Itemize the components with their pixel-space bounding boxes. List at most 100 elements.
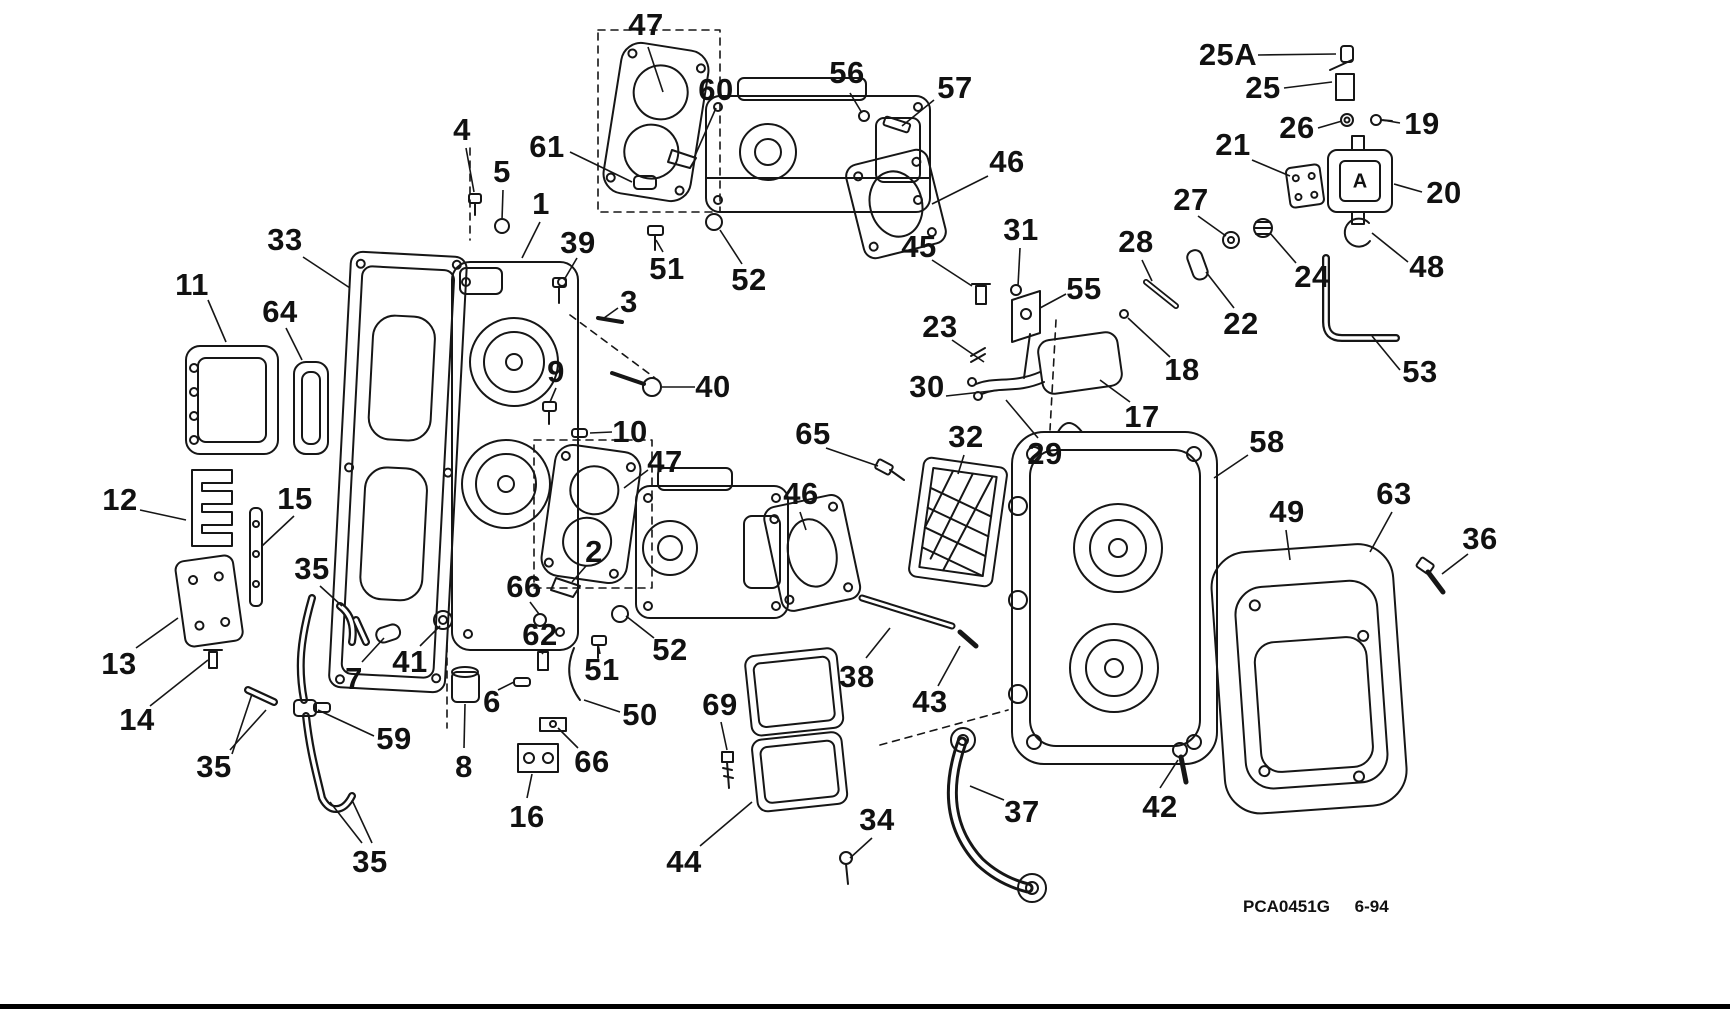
part-label-52: 52	[731, 262, 767, 297]
small-hardware-art	[468, 193, 662, 438]
cover-63-art	[1210, 543, 1408, 815]
rod-38-art	[858, 594, 979, 649]
leader-line	[1099, 379, 1131, 403]
leader-line	[149, 659, 209, 707]
part-label-37: 37	[1004, 794, 1040, 829]
part-label-20: 20	[1426, 175, 1462, 210]
part-label-51: 51	[584, 652, 620, 687]
part-label-25: 25	[1245, 70, 1281, 105]
gasket-46-top-art	[845, 148, 947, 260]
leader-line	[139, 509, 187, 521]
part-label-65: 65	[795, 416, 831, 451]
part-label-60: 60	[698, 72, 734, 107]
part-label-44: 44	[666, 844, 702, 879]
leader-line	[529, 601, 540, 615]
figure-code: PCA0451G 6-94	[1243, 897, 1389, 917]
part-label-21: 21	[1215, 127, 1251, 162]
housing-58-art	[1008, 422, 1218, 765]
screw-36-art	[1415, 556, 1446, 595]
part-label-47: 47	[647, 444, 683, 479]
part-label-2: 2	[585, 534, 603, 569]
leader-line	[285, 327, 303, 361]
leader-line	[825, 447, 879, 467]
leader-line	[1285, 529, 1291, 561]
part-label-42: 42	[1142, 789, 1178, 824]
part-label-59: 59	[376, 721, 412, 756]
screw-42-art	[1172, 742, 1189, 785]
part-label-32: 32	[948, 419, 984, 454]
part-label-17: 17	[1124, 399, 1160, 434]
part-label-64: 64	[262, 294, 298, 329]
leader-line	[1017, 247, 1021, 287]
leader-line	[1369, 511, 1393, 553]
part-label-31: 31	[1003, 212, 1039, 247]
screw-65-art	[874, 458, 905, 481]
part-label-7: 7	[345, 661, 363, 696]
gasket-47-top-art	[602, 41, 710, 203]
leader-line	[1205, 271, 1235, 309]
leader-line	[317, 709, 375, 737]
leader-line	[1213, 454, 1249, 479]
part-label-a: A	[1352, 170, 1368, 193]
part-label-63: 63	[1376, 476, 1412, 511]
part-label-40: 40	[695, 369, 731, 404]
part-label-46: 46	[989, 144, 1025, 179]
leader-line	[501, 189, 504, 221]
part-label-69: 69	[702, 687, 738, 722]
leader-line	[302, 256, 351, 289]
part-label-13: 13	[101, 646, 137, 681]
part-label-57: 57	[937, 70, 973, 105]
leader-line	[329, 801, 363, 844]
leader-line	[319, 585, 343, 607]
link-arm-art	[946, 727, 1047, 903]
leader-line	[1371, 232, 1409, 263]
leader-line	[1371, 335, 1401, 371]
leader-line	[1317, 120, 1343, 129]
leader-line	[1441, 553, 1469, 575]
leader-line	[521, 221, 541, 259]
leader-line	[1005, 399, 1039, 439]
leader-line	[603, 307, 619, 319]
leader-line	[1141, 259, 1153, 282]
leader-line	[849, 837, 873, 859]
part-label-33: 33	[267, 222, 303, 257]
part-label-43: 43	[912, 684, 948, 719]
part-label-5: 5	[493, 154, 511, 189]
leader-line	[1283, 81, 1333, 89]
leader-line	[1393, 183, 1423, 193]
leader-line	[1197, 215, 1227, 237]
reed-assembly-art	[174, 345, 329, 669]
leader-line	[1257, 53, 1337, 56]
part-label-29: 29	[1027, 436, 1063, 471]
part-label-46: 46	[783, 476, 819, 511]
leader-line	[799, 511, 807, 531]
leader-line	[549, 387, 557, 403]
leader-line	[625, 615, 655, 639]
part-label-35: 35	[294, 551, 330, 586]
part-label-55: 55	[1066, 271, 1102, 306]
leader-line	[135, 617, 179, 649]
primer-valve-art	[1285, 45, 1400, 342]
screen-32-art	[908, 456, 1008, 588]
leader-line	[583, 699, 621, 713]
leader-line	[361, 637, 385, 663]
leader-line	[261, 515, 295, 547]
leader-line	[647, 46, 664, 93]
part-label-28: 28	[1118, 224, 1154, 259]
leader-line	[526, 773, 533, 799]
leader-line	[563, 257, 578, 281]
part-label-49: 49	[1269, 494, 1305, 529]
leader-line	[1127, 317, 1171, 358]
part-label-18: 18	[1164, 352, 1200, 387]
part-label-6: 6	[483, 684, 501, 719]
leader-line	[1382, 119, 1401, 124]
leader-line	[589, 431, 613, 434]
leader-line	[720, 721, 728, 751]
part-label-1: 1	[532, 186, 550, 221]
leader-line	[231, 693, 253, 755]
leader-line	[945, 389, 1001, 397]
figure-part-code: PCA0451G	[1243, 897, 1330, 916]
part-label-34: 34	[859, 802, 895, 837]
part-label-9: 9	[547, 354, 565, 389]
leader-line	[1039, 293, 1067, 309]
